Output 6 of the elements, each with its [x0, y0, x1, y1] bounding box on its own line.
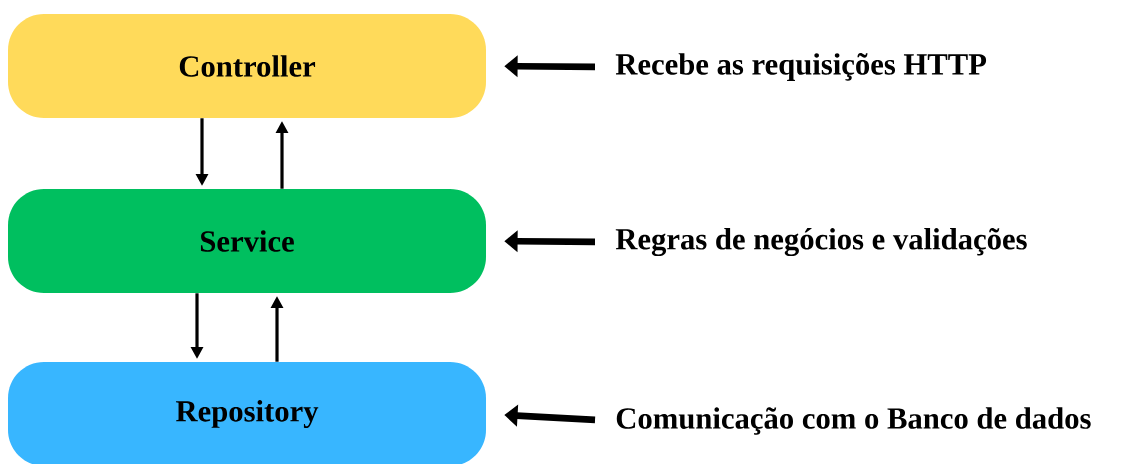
layer-box: Service: [8, 189, 486, 293]
description-text: Recebe as requisições HTTP: [615, 53, 987, 81]
layer-box: Controller: [8, 14, 486, 118]
layer-box: Repository: [8, 362, 486, 464]
description-text: Comunicação com o Banco de dados: [616, 407, 1091, 435]
description-text: Regras de negócios e validações: [615, 227, 1027, 257]
